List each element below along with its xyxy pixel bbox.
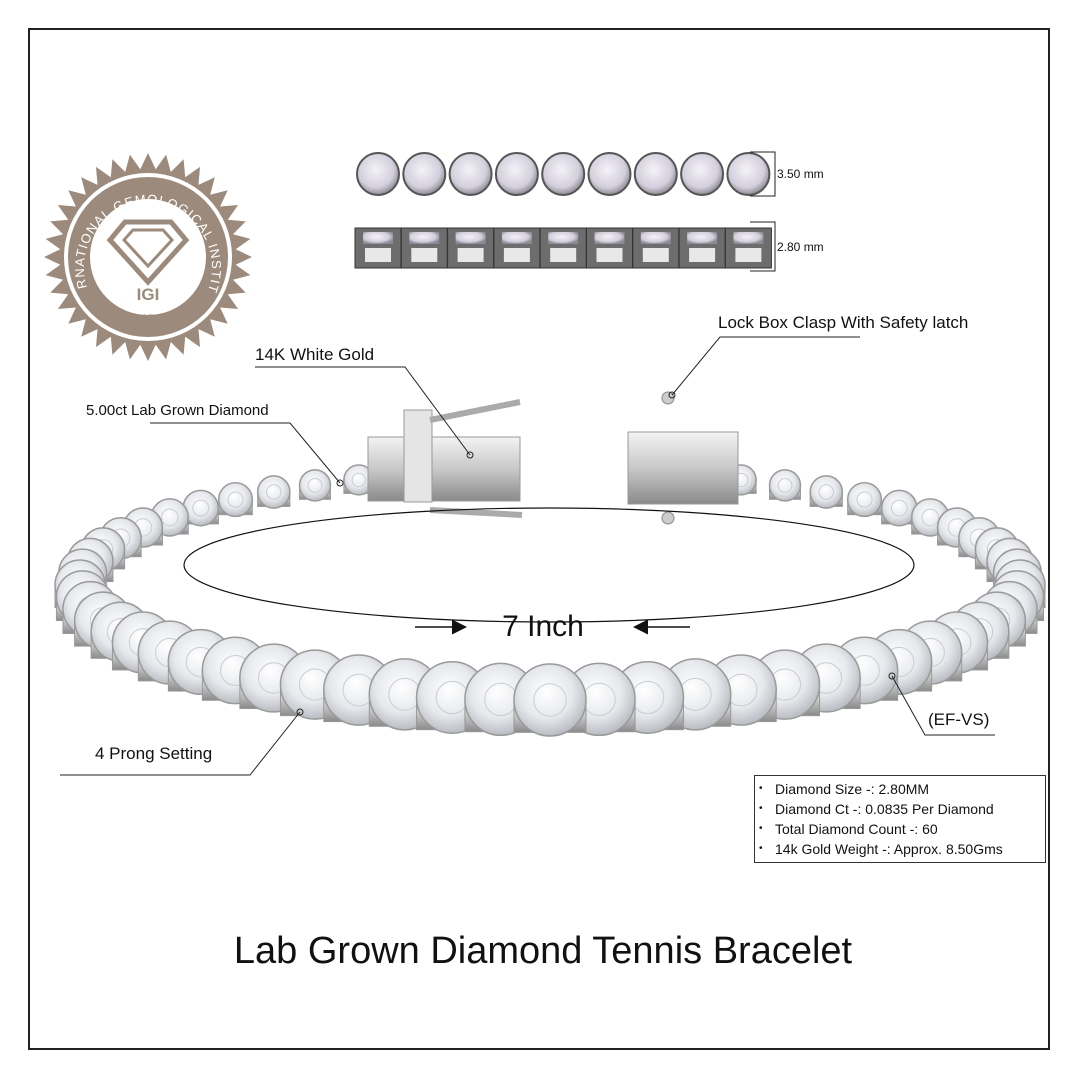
diamond-callout: 5.00ct Lab Grown Diamond [86,402,269,419]
igi-seal-logo: INTERNATIONAL GEMOLOGICAL INSTITUTE IGI … [0,0,252,361]
bracelet-diamond [182,489,220,527]
callout-leaders [60,336,995,776]
bracelet-diamond [846,481,883,518]
side-view-dimension: 2.80 mm [777,240,824,254]
stone-setting [632,227,680,269]
stone [494,152,539,196]
product-title: Lab Grown Diamond Tennis Bracelet [233,930,853,972]
stone-setting [539,227,587,269]
stone [680,152,725,196]
bracelet-diamond [256,475,291,509]
dimension-brackets [750,151,776,272]
stone-setting [354,227,402,269]
bracelet-diamond [880,489,918,527]
bracelet-diamond [298,469,332,502]
clasp-callout: Lock Box Clasp With Safety latch [718,313,969,332]
spec-item: 14k Gold Weight -: Approx. 8.50Gms [759,839,1045,859]
bracelet-diamond [217,481,254,518]
svg-text:IGI: IGI [137,285,160,304]
tennis-bracelet [54,464,1046,737]
stone-setting [586,227,633,269]
spec-item: Diamond Ct -: 0.0835 Per Diamond [759,799,1045,819]
svg-text:1975: 1975 [136,313,160,325]
bracelet-diamond [343,464,375,496]
spec-box: Diamond Size -: 2.80MM Diamond Ct -: 0.0… [754,775,1046,863]
top-view-dimension: 3.50 mm [777,167,824,181]
bracelet-diamond [809,475,844,509]
stone [356,152,400,196]
stone [541,152,586,196]
border-frame [28,28,1050,1050]
quality-callout: (EF-VS) [928,710,990,729]
top-view-stone-strip [356,152,771,196]
stone-setting [493,227,541,269]
length-label: 7 Inch [502,610,584,643]
metal-callout: 14K White Gold [255,345,375,364]
stone [726,152,771,196]
stone-setting [724,227,772,269]
bracelet-diamond [768,469,802,502]
side-view-stone-strip [354,227,772,269]
bracelet-diamond [513,663,587,737]
spec-item: Diamond Size -: 2.80MM [759,779,1045,799]
length-ellipse [183,507,915,623]
stone [402,152,447,196]
setting-callout: 4 Prong Setting [95,744,213,763]
stone [633,152,678,196]
lock-box-clasp [367,391,739,525]
stone [587,152,632,196]
spec-item: Total Diamond Count -: 60 [759,819,1045,839]
stone-setting [447,227,495,269]
stone-setting [400,227,448,269]
stone [448,152,493,196]
stone-setting [678,227,726,269]
